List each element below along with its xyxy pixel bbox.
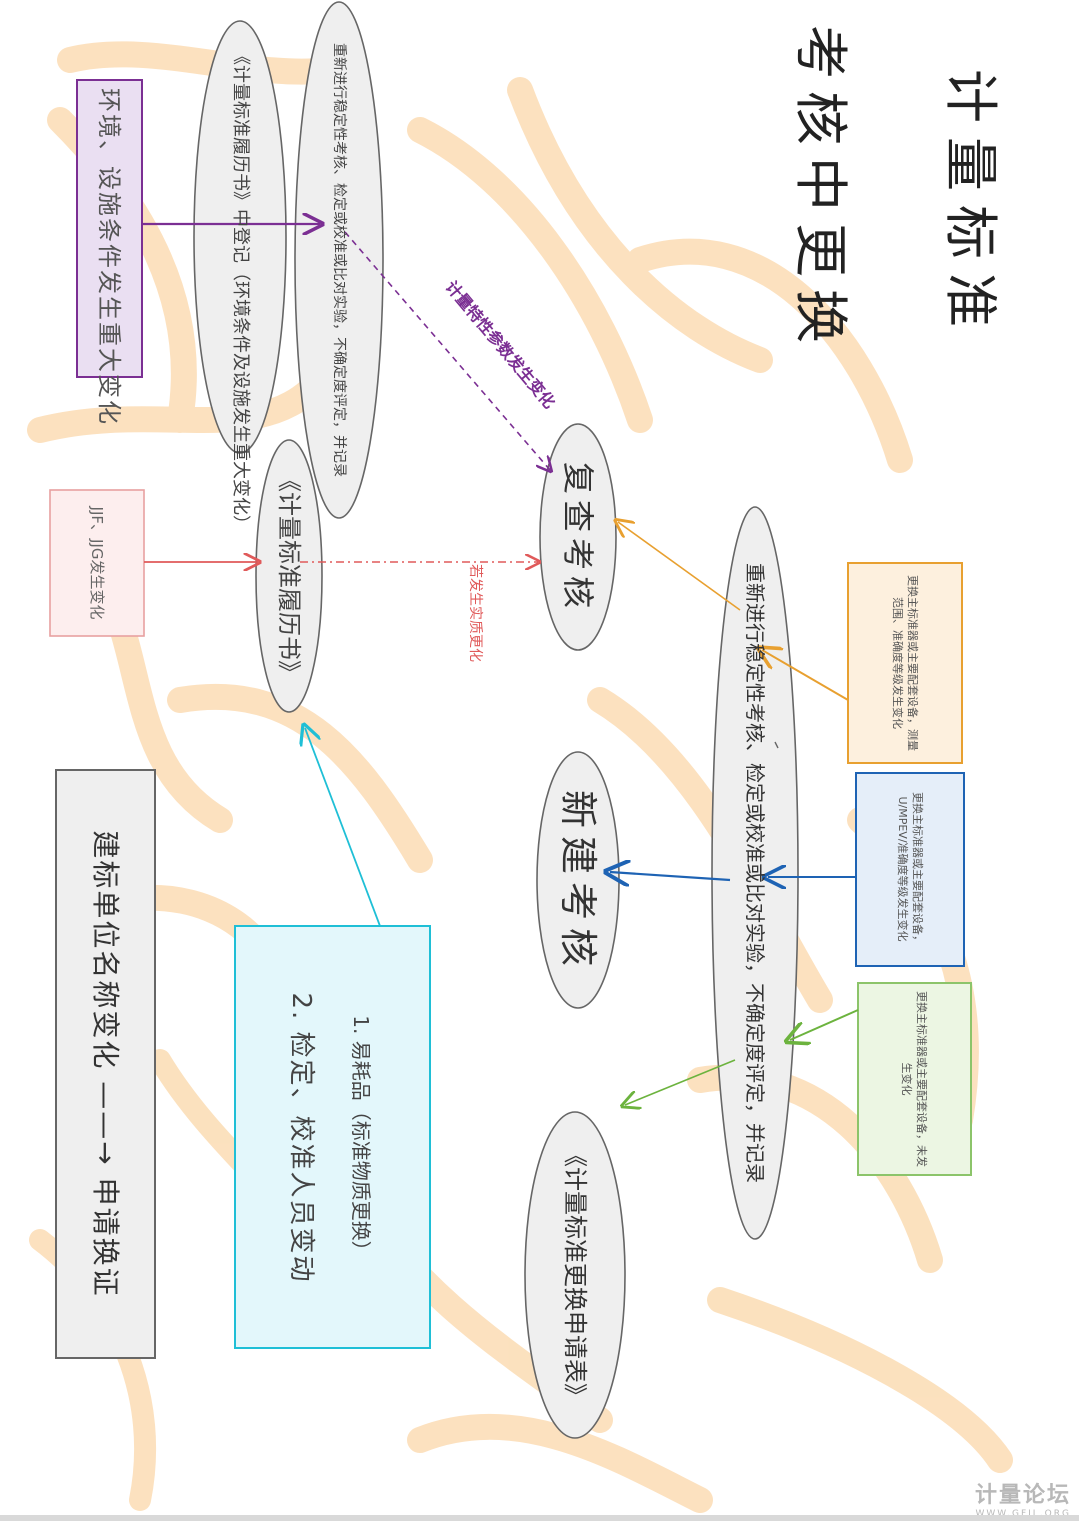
ellipse-standard-history-label: 《计量标准履历书》 bbox=[275, 468, 303, 684]
ellipse-recheck-record-upper-label: 重新进行稳定性考核、检定或校准或比对实验，不确定度评定，并记录 bbox=[331, 43, 347, 477]
arrow-center-to-re-examination bbox=[618, 522, 741, 611]
arrow-center-to-new bbox=[610, 872, 731, 880]
arrow-center-to-application bbox=[625, 1059, 736, 1105]
arrow-record-to-re-examination bbox=[344, 231, 550, 470]
footer-brand: 计量论坛 WWW.GFJL.ORG bbox=[975, 1477, 1071, 1519]
ellipse-record-registration bbox=[193, 20, 287, 454]
blue-change-label: 更换主标准器或主要配套设备，U/MPEV/准确度等级发生变化 bbox=[896, 792, 924, 946]
re-examination-label: 复查考核 bbox=[559, 462, 597, 615]
orange-change-label: 更换主标准器或主要配套设备，测量范围、准确度等级发生变化 bbox=[891, 575, 919, 751]
orange-change-box bbox=[847, 562, 963, 764]
footer-brand-name: 计量论坛 bbox=[974, 1483, 1071, 1508]
red-dashed-label: 若发生实质更化 bbox=[467, 564, 483, 662]
footer-brand-url: WWW.GFJL.ORG bbox=[975, 1509, 1071, 1519]
green-change-box bbox=[857, 982, 972, 1176]
arrow-green-to-center bbox=[790, 1009, 859, 1040]
separator-tick bbox=[774, 741, 779, 749]
consumables-box bbox=[234, 925, 431, 1349]
left-environment-label: 环境、设施条件发生重大变化 bbox=[95, 88, 123, 426]
title-line2: 考核中更换 bbox=[789, 25, 852, 355]
arrow-consumables-to-history bbox=[305, 728, 381, 927]
bottom-bar bbox=[0, 1515, 1079, 1521]
title-line1: 计量标准 bbox=[939, 69, 1002, 341]
ellipse-change-application bbox=[524, 1111, 626, 1439]
arrow-orange-to-center bbox=[762, 650, 849, 701]
consumables-line1: 1. 易耗品（标准物质更换） bbox=[349, 1015, 373, 1261]
ellipse-record-registration-label: 《计量标准履历书》中登记（环境条件及设施发生重大变化） bbox=[230, 47, 251, 533]
center-ellipse-label: 重新进行稳定性考核、检定或校准或比对实验，不确定度评定，并记录 bbox=[743, 563, 767, 1183]
ellipse-recheck-record-center bbox=[711, 506, 799, 1240]
ellipse-recheck-record-upper bbox=[294, 1, 384, 519]
change-application-label: 《计量标准更换申请表》 bbox=[561, 1143, 589, 1407]
blue-change-box bbox=[855, 772, 965, 967]
new-examination-label: 新建考核 bbox=[556, 790, 600, 975]
unit-name-change-box bbox=[55, 769, 156, 1359]
jjf-change-box bbox=[49, 489, 145, 637]
left-environment-box bbox=[76, 79, 143, 378]
ellipse-standard-history bbox=[255, 439, 323, 713]
unit-name-change-label: 建标单位名称变化 ——→ 申请换证 bbox=[89, 830, 122, 1298]
green-change-label: 更换主标准器或主要配套设备，未发生变化 bbox=[900, 991, 928, 1167]
consumables-line2: 2. 检定、校准人员变动 bbox=[286, 992, 316, 1284]
jjf-change-label: JJF、JJG发生变化 bbox=[88, 506, 106, 620]
